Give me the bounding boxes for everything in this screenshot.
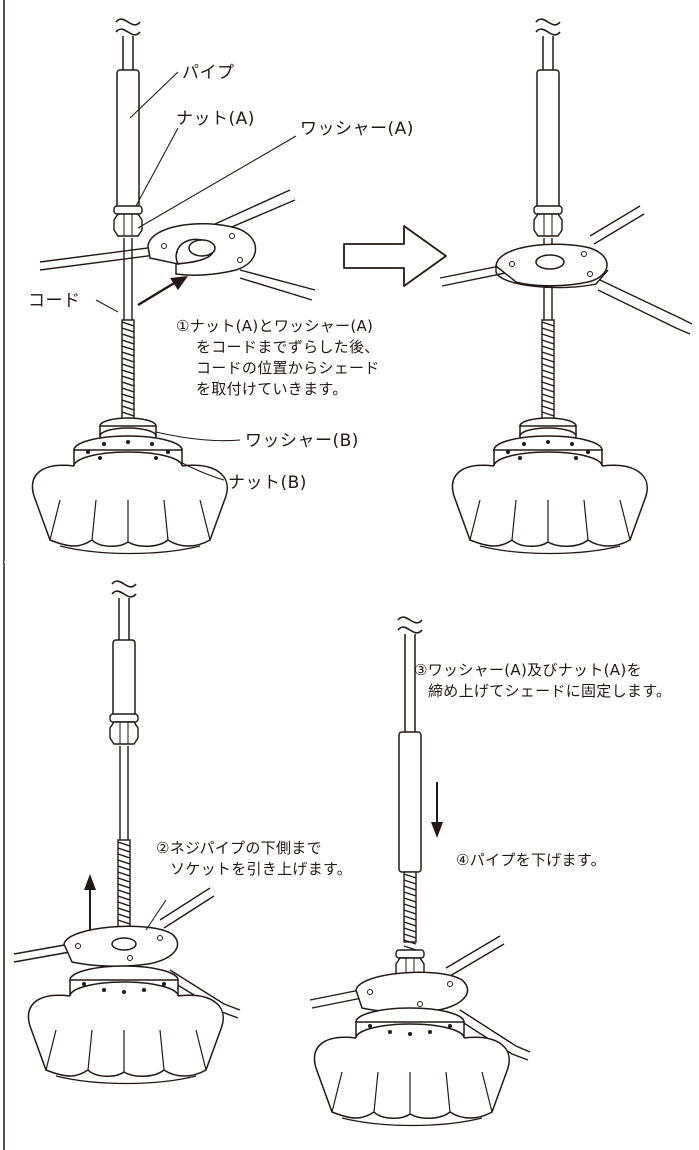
label-nut-a: ナット(A) bbox=[176, 109, 255, 129]
panel-step2-fixture bbox=[13, 580, 241, 1085]
label-washer-b: ワッシャー(B) bbox=[245, 431, 359, 451]
transition-arrow-icon bbox=[343, 225, 447, 287]
label-nut-b: ナット(B) bbox=[228, 473, 307, 493]
step1-instructions: ①ナット(A)とワッシャー(A) をコードまでずらした後、 コードの位置からシェ… bbox=[176, 316, 380, 400]
step4-instructions: ④パイプを下げます。 bbox=[456, 850, 606, 871]
step3-line1: ③ワッシャー(A)及びナット(A)を bbox=[414, 661, 642, 679]
step2-instructions: ②ネジパイプの下側まで ソケットを引き上げます。 bbox=[156, 838, 352, 880]
panel-step1-fixture bbox=[31, 18, 316, 555]
step3-instructions: ③ワッシャー(A)及びナット(A)を 締め上げてシェードに固定します。 bbox=[414, 660, 671, 702]
step2-line2: ソケットを引き上げます。 bbox=[170, 860, 353, 878]
label-cord: コード bbox=[28, 291, 81, 311]
step1-line1: ①ナット(A)とワッシャー(A) bbox=[176, 317, 374, 335]
step3-line2: 締め上げてシェードに固定します。 bbox=[428, 682, 672, 700]
step2-line1: ②ネジパイプの下側まで bbox=[156, 839, 322, 857]
label-pipe: パイプ bbox=[182, 63, 235, 83]
panel-step1-result bbox=[439, 18, 693, 555]
step1-line4: を取付けていきます。 bbox=[196, 380, 348, 398]
step1-line3: コードの位置からシェード bbox=[196, 359, 380, 377]
label-washer-a: ワッシャー(A) bbox=[300, 119, 414, 139]
panel-step3-4-fixture bbox=[309, 616, 531, 1127]
step4-line1: ④パイプを下げます。 bbox=[456, 851, 606, 869]
step1-line2: をコードまでずらした後、 bbox=[196, 338, 380, 356]
